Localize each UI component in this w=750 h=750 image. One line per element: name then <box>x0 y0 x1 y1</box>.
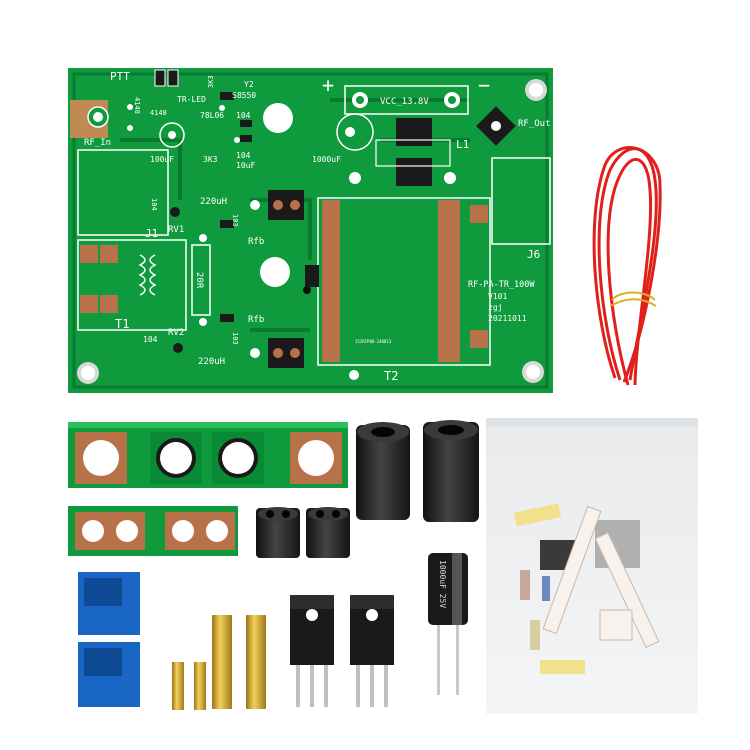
output-pcb-strip <box>68 422 348 488</box>
rfb-b-label: Rfb <box>248 315 264 325</box>
date-label: 20211011 <box>488 314 527 323</box>
relay <box>78 642 140 707</box>
r3k3-top-label: 3K3 <box>207 75 215 88</box>
r103-a-label: 103 <box>231 214 239 227</box>
mounting-hole <box>525 79 547 101</box>
vcc-label: VCC_13.8V <box>380 97 429 107</box>
version-label: V101 <box>488 292 507 301</box>
c104-a-label: 104 <box>236 111 251 120</box>
c4148a-label: 4148 <box>133 97 141 114</box>
c1000uf-label: 1000uF <box>312 155 341 164</box>
mosfet-transistor <box>290 595 334 707</box>
rv1-label: RV1 <box>168 225 184 235</box>
board-hole <box>260 257 290 287</box>
ferrite-core <box>423 420 479 522</box>
rf-out-label: RF_Out <box>518 119 551 129</box>
l1-label: L1 <box>456 138 469 151</box>
c10uf-label: 10uF <box>236 161 255 170</box>
plus-label: + <box>322 73 334 97</box>
r103-b-label: 103 <box>231 332 239 345</box>
l78l06-label: 78L06 <box>200 111 224 120</box>
parts-bag <box>486 418 698 714</box>
c100uf-label: 100uF <box>150 155 174 164</box>
small-print-label: 152RFPB8-240813 <box>355 339 392 344</box>
c104-b-label: 104 <box>236 151 251 160</box>
capacitor-value-text: 1000uF 25V <box>438 560 447 608</box>
main-pcb <box>68 68 553 393</box>
board-hole <box>263 103 293 133</box>
brass-standoff <box>212 615 232 709</box>
c104-d-label: 104 <box>143 335 158 344</box>
r20r-label: 20R <box>194 272 204 289</box>
relay <box>78 572 140 635</box>
c4148b-label: 4148 <box>150 109 167 117</box>
mosfet-transistor <box>350 595 394 707</box>
t1-label: T1 <box>115 317 129 331</box>
ptt-label: PTT <box>110 70 130 83</box>
t2-label: T2 <box>384 369 398 383</box>
tr-led-label: TR-LED <box>177 95 206 104</box>
board-name-label: RF-PA-TR_100W <box>468 280 535 290</box>
binocular-ferrite <box>256 507 300 558</box>
rf-in-label: RF_In <box>84 138 111 148</box>
input-pcb-strip <box>68 506 238 556</box>
l220uh-b-label: 220uH <box>198 357 225 367</box>
mounting-hole <box>522 361 544 383</box>
mounting-hole <box>77 362 99 384</box>
brass-standoff <box>246 615 266 709</box>
ferrite-core <box>356 422 410 520</box>
l220uh-a-label: 220uH <box>200 197 227 207</box>
j6-label: J6 <box>527 248 540 261</box>
minus-label: − <box>478 73 490 97</box>
s8550-label: S8550 <box>232 91 256 100</box>
electrolytic-capacitor: 1000uF 25V <box>428 553 468 695</box>
r3k3-mid-label: 3K3 <box>203 155 218 164</box>
binocular-ferrite <box>306 507 350 558</box>
y2-label: Y2 <box>244 80 254 89</box>
brass-standoff <box>194 662 206 710</box>
rv2-label: RV2 <box>168 328 184 338</box>
c104-c-label: 104 <box>150 198 158 211</box>
rfb-a-label: Rfb <box>248 237 264 247</box>
brass-standoff <box>172 662 184 710</box>
author-label: zgj <box>488 303 502 312</box>
silkscreen-text: PTT Y2 S8550 TR-LED 3K3 78L06 104 104 10… <box>84 70 551 383</box>
red-wire-coil <box>592 146 662 386</box>
j1-label: J1 <box>145 227 158 240</box>
